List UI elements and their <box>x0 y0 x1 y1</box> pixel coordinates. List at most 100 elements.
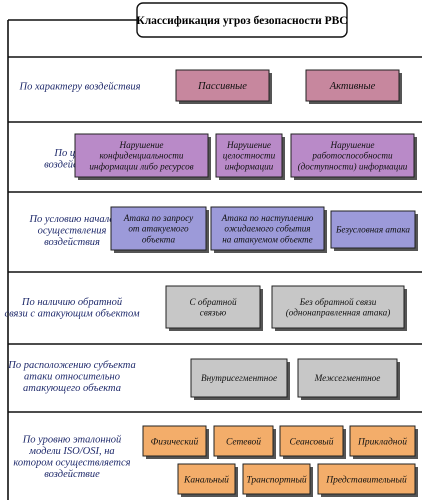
category-label-line: осуществления <box>38 226 107 237</box>
category-label-line: По характеру воздействия <box>19 82 141 93</box>
box-rect <box>330 210 416 249</box>
category-label-line: воздействия <box>44 237 100 248</box>
box-label: Сеансовый <box>290 436 334 447</box>
box-label-line: Прикладной <box>357 436 407 447</box>
category-label-line: По цели <box>53 148 89 159</box>
classification-box: Пассивные <box>175 69 272 104</box>
category-label-line: атаки относительно <box>24 372 120 383</box>
category-label-line: связи с атакующим объектом <box>4 308 139 319</box>
box-label-line: Атака по запросу <box>123 213 194 223</box>
box-label-line: Активные <box>329 81 376 92</box>
box-rect <box>290 133 415 178</box>
category-label: По характеру воздействия <box>19 82 141 93</box>
box-label: Представительный <box>325 474 407 485</box>
classification-box: Сеансовый <box>279 425 346 459</box>
box-label-line: Нарушение <box>329 140 374 150</box>
classification-box: Прикладной <box>349 425 418 459</box>
title-box: Классификация угроз безопасности РВС <box>136 2 348 38</box>
category-label-line: По расположению субъекта <box>7 360 135 371</box>
box-label-line: Атака по наступлению <box>221 213 314 223</box>
box-rect <box>317 463 416 495</box>
box-label-line: Представительный <box>325 474 407 485</box>
category-label-line: По наличию обратной <box>21 297 123 308</box>
category-label-line: По уровню эталонной <box>22 434 122 445</box>
box-label: Канальный <box>183 474 229 485</box>
box-label-line: Физический <box>151 436 199 447</box>
box-label: Без обратной связи(однонаправленная атак… <box>286 297 391 318</box>
box-rect <box>177 463 236 495</box>
box-label-line: информации <box>225 162 274 172</box>
box-label-line: Транспортный <box>246 474 307 485</box>
classification-box: Внутрисегментное <box>190 358 290 400</box>
row-1: По характеру воздействия Пассивные Активны… <box>19 69 402 104</box>
box-label-line: ожидаемого события <box>224 224 310 234</box>
box-label: Безусловная атака <box>335 225 410 235</box>
classification-box: Физический <box>142 425 209 459</box>
box-rect <box>279 425 344 457</box>
box-label: Прикладной <box>357 436 407 447</box>
box-label-line: объекта <box>142 235 176 245</box>
classification-box: Активные <box>305 69 402 104</box>
classification-box: Без обратной связи(однонаправленная атак… <box>271 285 407 331</box>
box-label: Физический <box>151 436 199 447</box>
box-label: Транспортный <box>246 474 307 485</box>
box-label-line: (однонаправленная атака) <box>286 308 391 318</box>
box-rect <box>74 133 209 178</box>
box-label-line: Межсегментное <box>314 373 381 383</box>
box-label-line: С обратной <box>189 297 236 307</box>
box-label: Активные <box>329 81 376 92</box>
box-label: Внутрисегментное <box>201 373 277 383</box>
classification-box: Межсегментное <box>297 358 400 400</box>
classification-box: Безусловная атака <box>330 210 418 251</box>
box-rect <box>110 206 207 251</box>
box-rect <box>271 285 405 329</box>
classification-box: Транспортный <box>242 463 313 497</box>
category-label-line: котором осуществляется <box>13 457 130 468</box>
box-label-line: Внутрисегментное <box>201 373 277 383</box>
category-label-line: По условию начала <box>28 214 114 225</box>
category-label-line: модели ISO/OSI, на <box>28 446 114 457</box>
box-label: Сетевой <box>226 436 261 447</box>
box-label: Межсегментное <box>314 373 381 383</box>
box-label-line: Пассивные <box>197 81 247 92</box>
box-rect <box>305 69 400 102</box>
box-rect <box>215 133 283 178</box>
box-label-line: Нарушение <box>226 140 271 150</box>
classification-box: Представительный <box>317 463 418 497</box>
rows-layer: По характеру воздействия Пассивные Активны… <box>4 69 418 497</box>
box-label-line: работоспособности <box>311 151 393 161</box>
classification-box: Канальный <box>177 463 238 497</box>
title-text: Классификация угроз безопасности РВС <box>136 15 347 27</box>
box-rect <box>210 206 325 251</box>
box-label-line: связью <box>200 308 227 318</box>
box-rect <box>213 425 274 457</box>
box-label-line: Сеансовый <box>290 436 334 447</box>
box-label-line: Сетевой <box>226 436 261 447</box>
box-label-line: Канальный <box>183 474 229 485</box>
connectors <box>7 19 422 500</box>
category-label-line: атакующего объекта <box>23 383 121 394</box>
box-rect <box>165 285 261 329</box>
box-rect <box>349 425 416 457</box>
